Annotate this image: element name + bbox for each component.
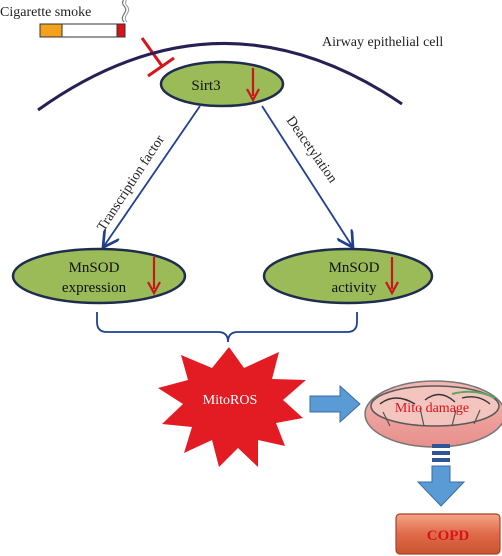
mitoros-label: MitoROS	[203, 393, 257, 408]
down-arrow-icon	[385, 257, 399, 296]
cigarette-icon	[39, 0, 130, 38]
down-block-arrow	[416, 444, 466, 507]
starburst-icon	[158, 347, 306, 467]
copd-label: COPD	[427, 528, 470, 544]
mnsod-activity-line1: MnSOD	[329, 260, 380, 276]
inhibition-icon	[140, 37, 175, 78]
sirt3-node: Sirt3	[159, 60, 285, 108]
combine-brace	[96, 312, 358, 343]
mnsod-expression-line1: MnSOD	[69, 260, 120, 276]
mnsod-activity-line2: activity	[332, 280, 377, 296]
mito-damage-label: Mito damage	[395, 401, 469, 416]
down-arrow-icon	[147, 257, 161, 296]
deacetylation-label: Deacetylation	[283, 114, 340, 186]
copd-box: COPD	[395, 513, 501, 555]
mnsod-activity-node: MnSOD activity	[262, 247, 434, 305]
cell-membrane	[37, 42, 403, 112]
block-arrow-icon	[309, 384, 361, 424]
mnsod-expression-line2: expression	[62, 280, 127, 296]
down-arrow-icon	[246, 68, 260, 103]
cell-label: Airway epithelial cell	[322, 35, 443, 50]
mnsod-expression-node: MnSOD expression	[11, 247, 187, 305]
transcription-factor-label: Transcription factor	[95, 133, 168, 235]
edge-sirt3-to-activity	[261, 105, 352, 246]
sirt3-label: Sirt3	[191, 78, 220, 94]
mitochondrion-icon	[364, 380, 502, 448]
edge-sirt3-to-expression	[104, 105, 201, 246]
cigarette-smoke-label: Cigarette smoke	[0, 5, 91, 20]
